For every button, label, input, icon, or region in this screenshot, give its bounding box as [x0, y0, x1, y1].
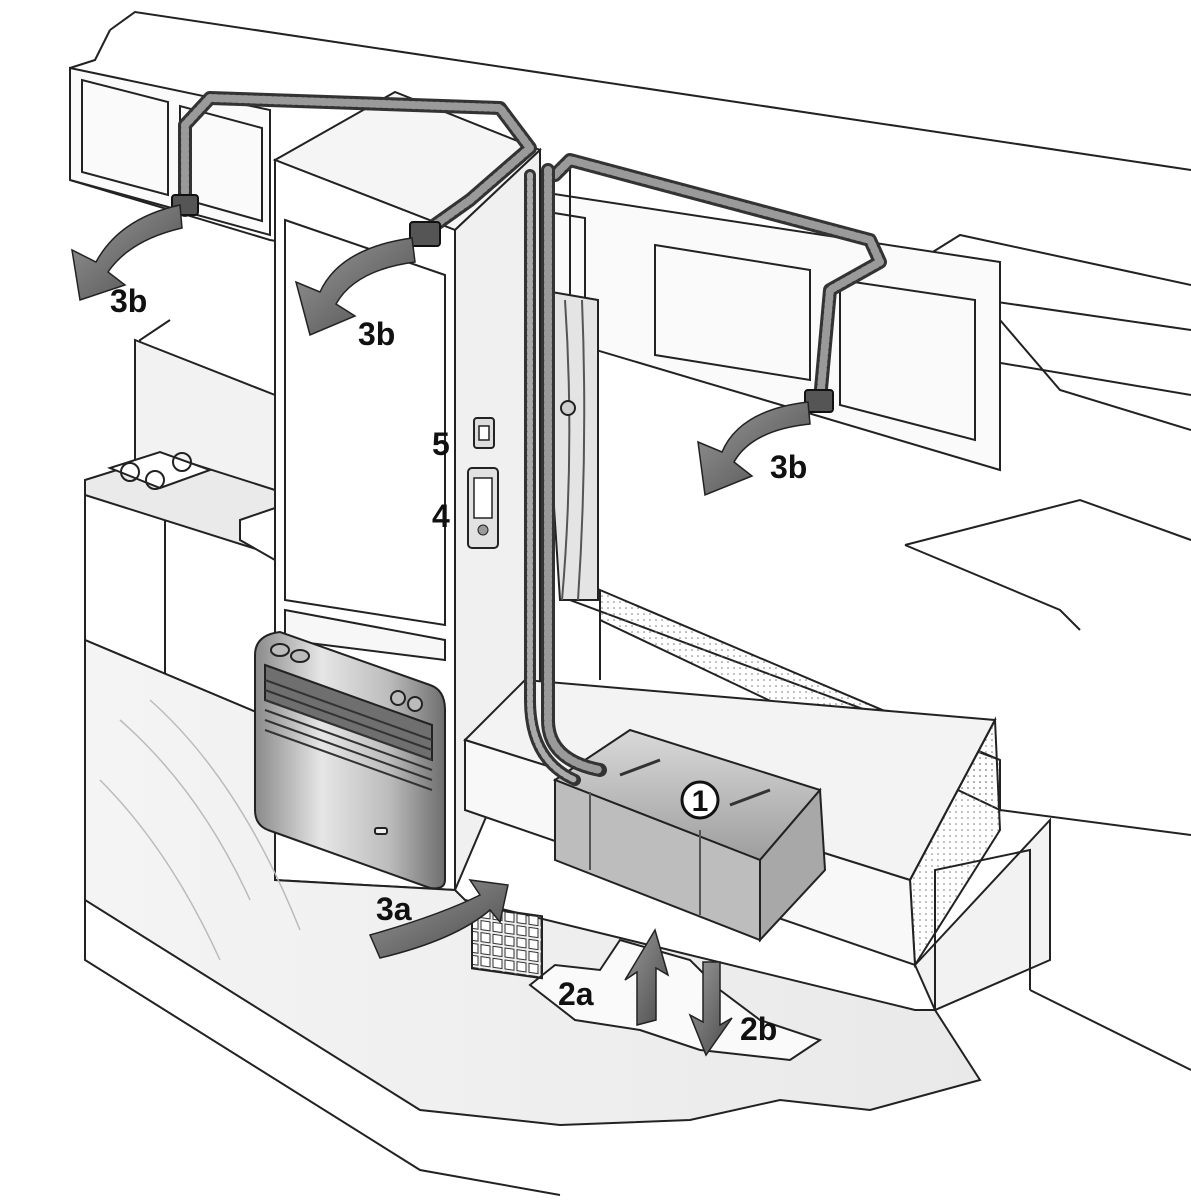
- kitchen-unit: [84, 338, 276, 721]
- right-wall-panel: [904, 319, 1191, 631]
- arrow-3b-mid: [294, 237, 416, 337]
- label-5: 5: [432, 426, 450, 462]
- callout-1-badge: 1: [680, 780, 720, 820]
- control-panel-4: [467, 467, 499, 549]
- label-3b-right: 3b: [770, 449, 807, 485]
- label-3b-mid: 3b: [358, 316, 395, 352]
- floor-cutaway: [528, 938, 823, 1062]
- arrow-3a: [368, 879, 509, 959]
- control-panel-5: [473, 417, 495, 449]
- label-1: 1: [692, 785, 709, 818]
- arrow-2a: [624, 928, 670, 1026]
- label-2b: 2b: [740, 1011, 777, 1047]
- label-4: 4: [432, 498, 450, 534]
- arrow-2b: [688, 961, 733, 1057]
- arrow-3b-right: [697, 401, 811, 497]
- label-3b-left: 3b: [110, 283, 147, 319]
- label-2a: 2a: [558, 976, 594, 1012]
- arrow-3b-left: [71, 204, 183, 301]
- heater-unit: [254, 630, 446, 890]
- outlet-boxes: [171, 194, 834, 413]
- floor-vent-grille: [471, 905, 543, 980]
- floor: [84, 638, 1191, 1196]
- label-3a: 3a: [376, 891, 412, 927]
- heating-ducts: [178, 91, 887, 786]
